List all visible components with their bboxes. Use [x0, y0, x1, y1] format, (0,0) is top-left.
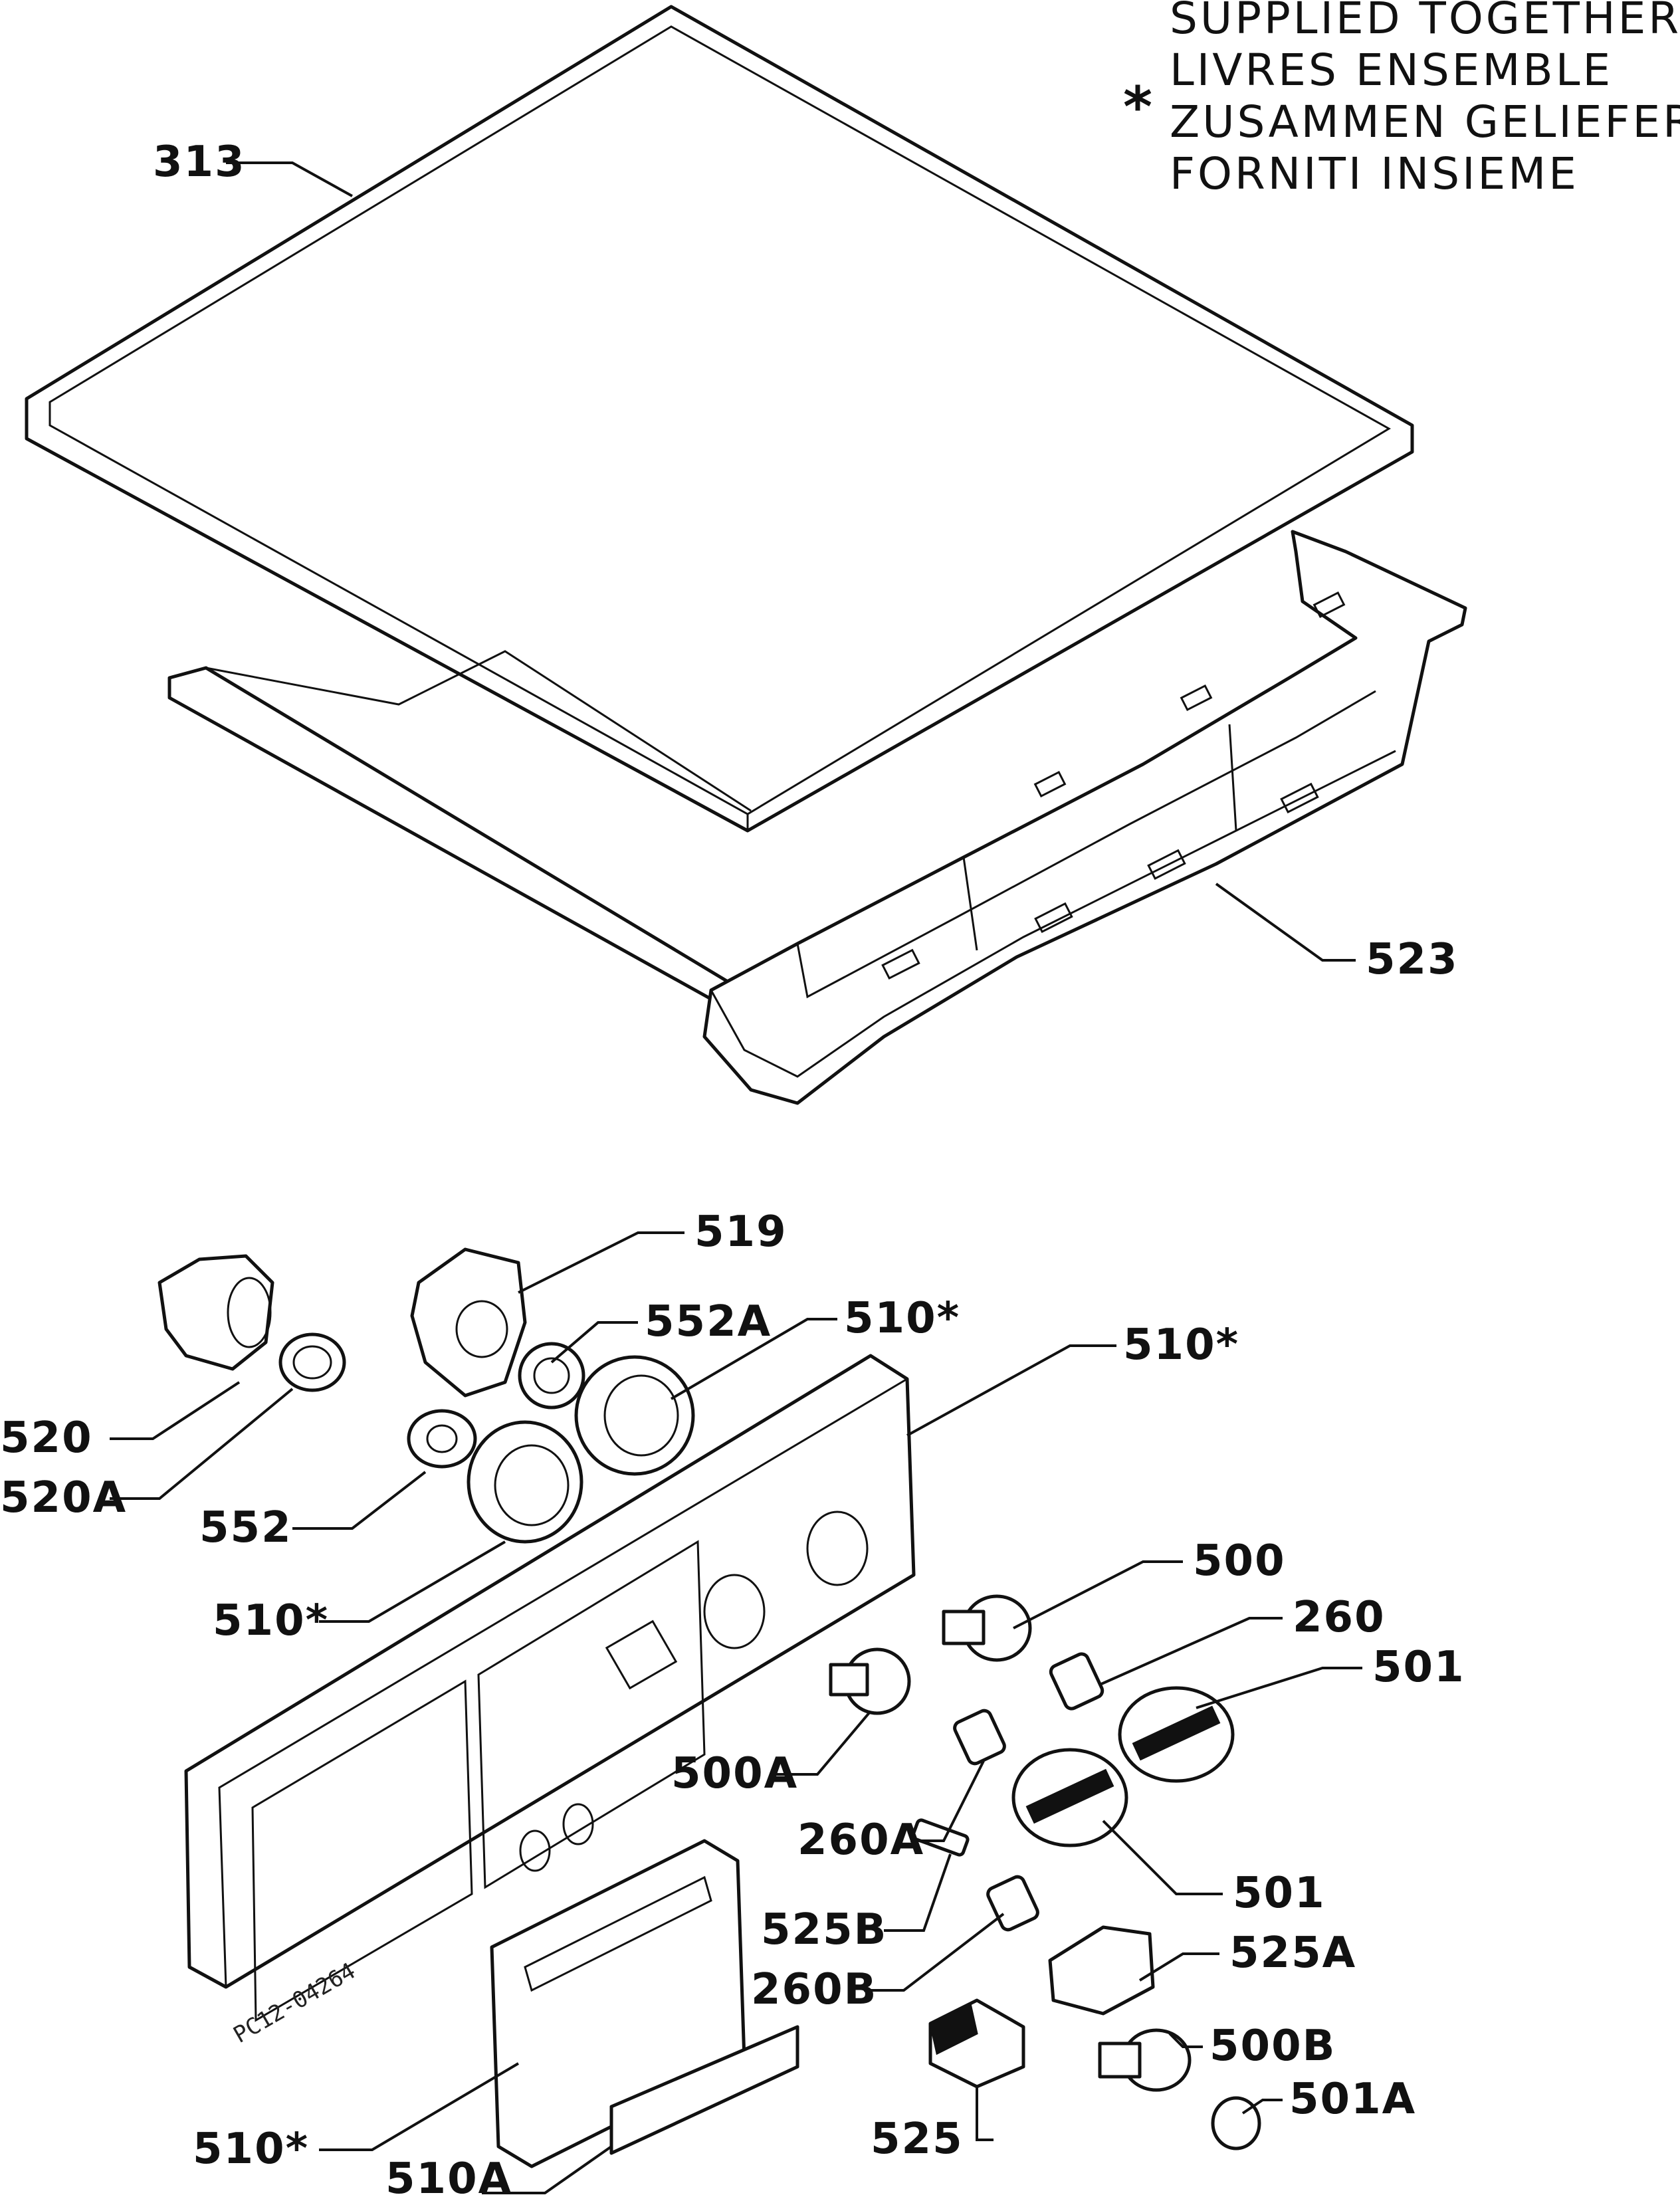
part-260-spring	[1049, 1652, 1104, 1711]
label-313: 313	[153, 138, 246, 187]
part-500-spindle	[942, 1594, 1032, 1662]
label-525: 525	[871, 2115, 964, 2164]
label-260: 260	[1293, 1593, 1386, 1642]
label-501A: 501A	[1289, 2075, 1416, 2124]
part-500B-spindle	[1098, 2028, 1192, 2092]
label-525B: 525B	[761, 1905, 887, 1954]
label-510-d: 510*	[193, 2125, 309, 2174]
part-500A-spindle	[829, 1647, 911, 1715]
part-519-bracket	[410, 1247, 527, 1398]
label-500A: 500A	[671, 1749, 798, 1798]
part-525-button	[928, 1998, 1025, 2089]
part-520A-bushing	[278, 1332, 346, 1392]
legend-line-4: FORNITI INSIEME	[1170, 148, 1579, 199]
label-501-a: 501	[1372, 1643, 1465, 1692]
legend-line-2: LIVRES ENSEMBLE	[1170, 45, 1613, 96]
part-510A-strip	[609, 2025, 799, 2155]
label-501-b: 501	[1233, 1869, 1326, 1918]
part-510-front-panel	[184, 1354, 916, 2022]
label-510-a: 510*	[844, 1294, 960, 1343]
part-260A-spring	[953, 1709, 1006, 1766]
part-260B-spring	[986, 1875, 1039, 1932]
legend: * SUPPLIED TOGETHER LIVRES ENSEMBLE ZUSA…	[1123, 0, 1680, 199]
label-519: 519	[694, 1207, 788, 1257]
leader-lines	[110, 161, 1362, 2194]
label-510-b: 510*	[1123, 1320, 1239, 1370]
label-510-c: 510*	[213, 1596, 329, 1645]
label-523: 523	[1366, 935, 1459, 984]
label-510A: 510A	[385, 2154, 512, 2197]
legend-line-1: SUPPLIED TOGETHER	[1170, 0, 1680, 44]
label-500: 500	[1193, 1536, 1286, 1586]
part-510-knob-small	[467, 1420, 583, 1544]
legend-asterisk: *	[1123, 74, 1152, 140]
label-260A: 260A	[797, 1816, 924, 1865]
label-520: 520	[0, 1413, 93, 1463]
legend-line-3: ZUSAMMEN GELIEFERT	[1170, 96, 1680, 148]
part-525A-cap	[1048, 1925, 1155, 2016]
part-552A-ring	[518, 1342, 585, 1410]
label-552A: 552A	[645, 1297, 772, 1346]
part-313-worktop	[25, 5, 1414, 833]
label-260B: 260B	[751, 1965, 877, 2014]
label-520A: 520A	[0, 1473, 127, 1522]
callout-labels: 313 523 519 552A 510* 510* 520 520A 552 …	[0, 138, 1465, 2197]
part-501-knob-top	[1118, 1686, 1235, 1783]
part-523-frame	[167, 530, 1467, 1105]
part-552-ring	[407, 1409, 477, 1469]
label-525A: 525A	[1229, 1929, 1356, 1978]
part-510-knob-large	[574, 1355, 695, 1476]
label-552: 552	[199, 1503, 292, 1552]
label-500B: 500B	[1209, 2022, 1336, 2071]
part-520-selector	[158, 1254, 274, 1371]
part-501-knob-bottom	[1011, 1748, 1128, 1847]
part-525B-pin	[911, 1818, 970, 1857]
